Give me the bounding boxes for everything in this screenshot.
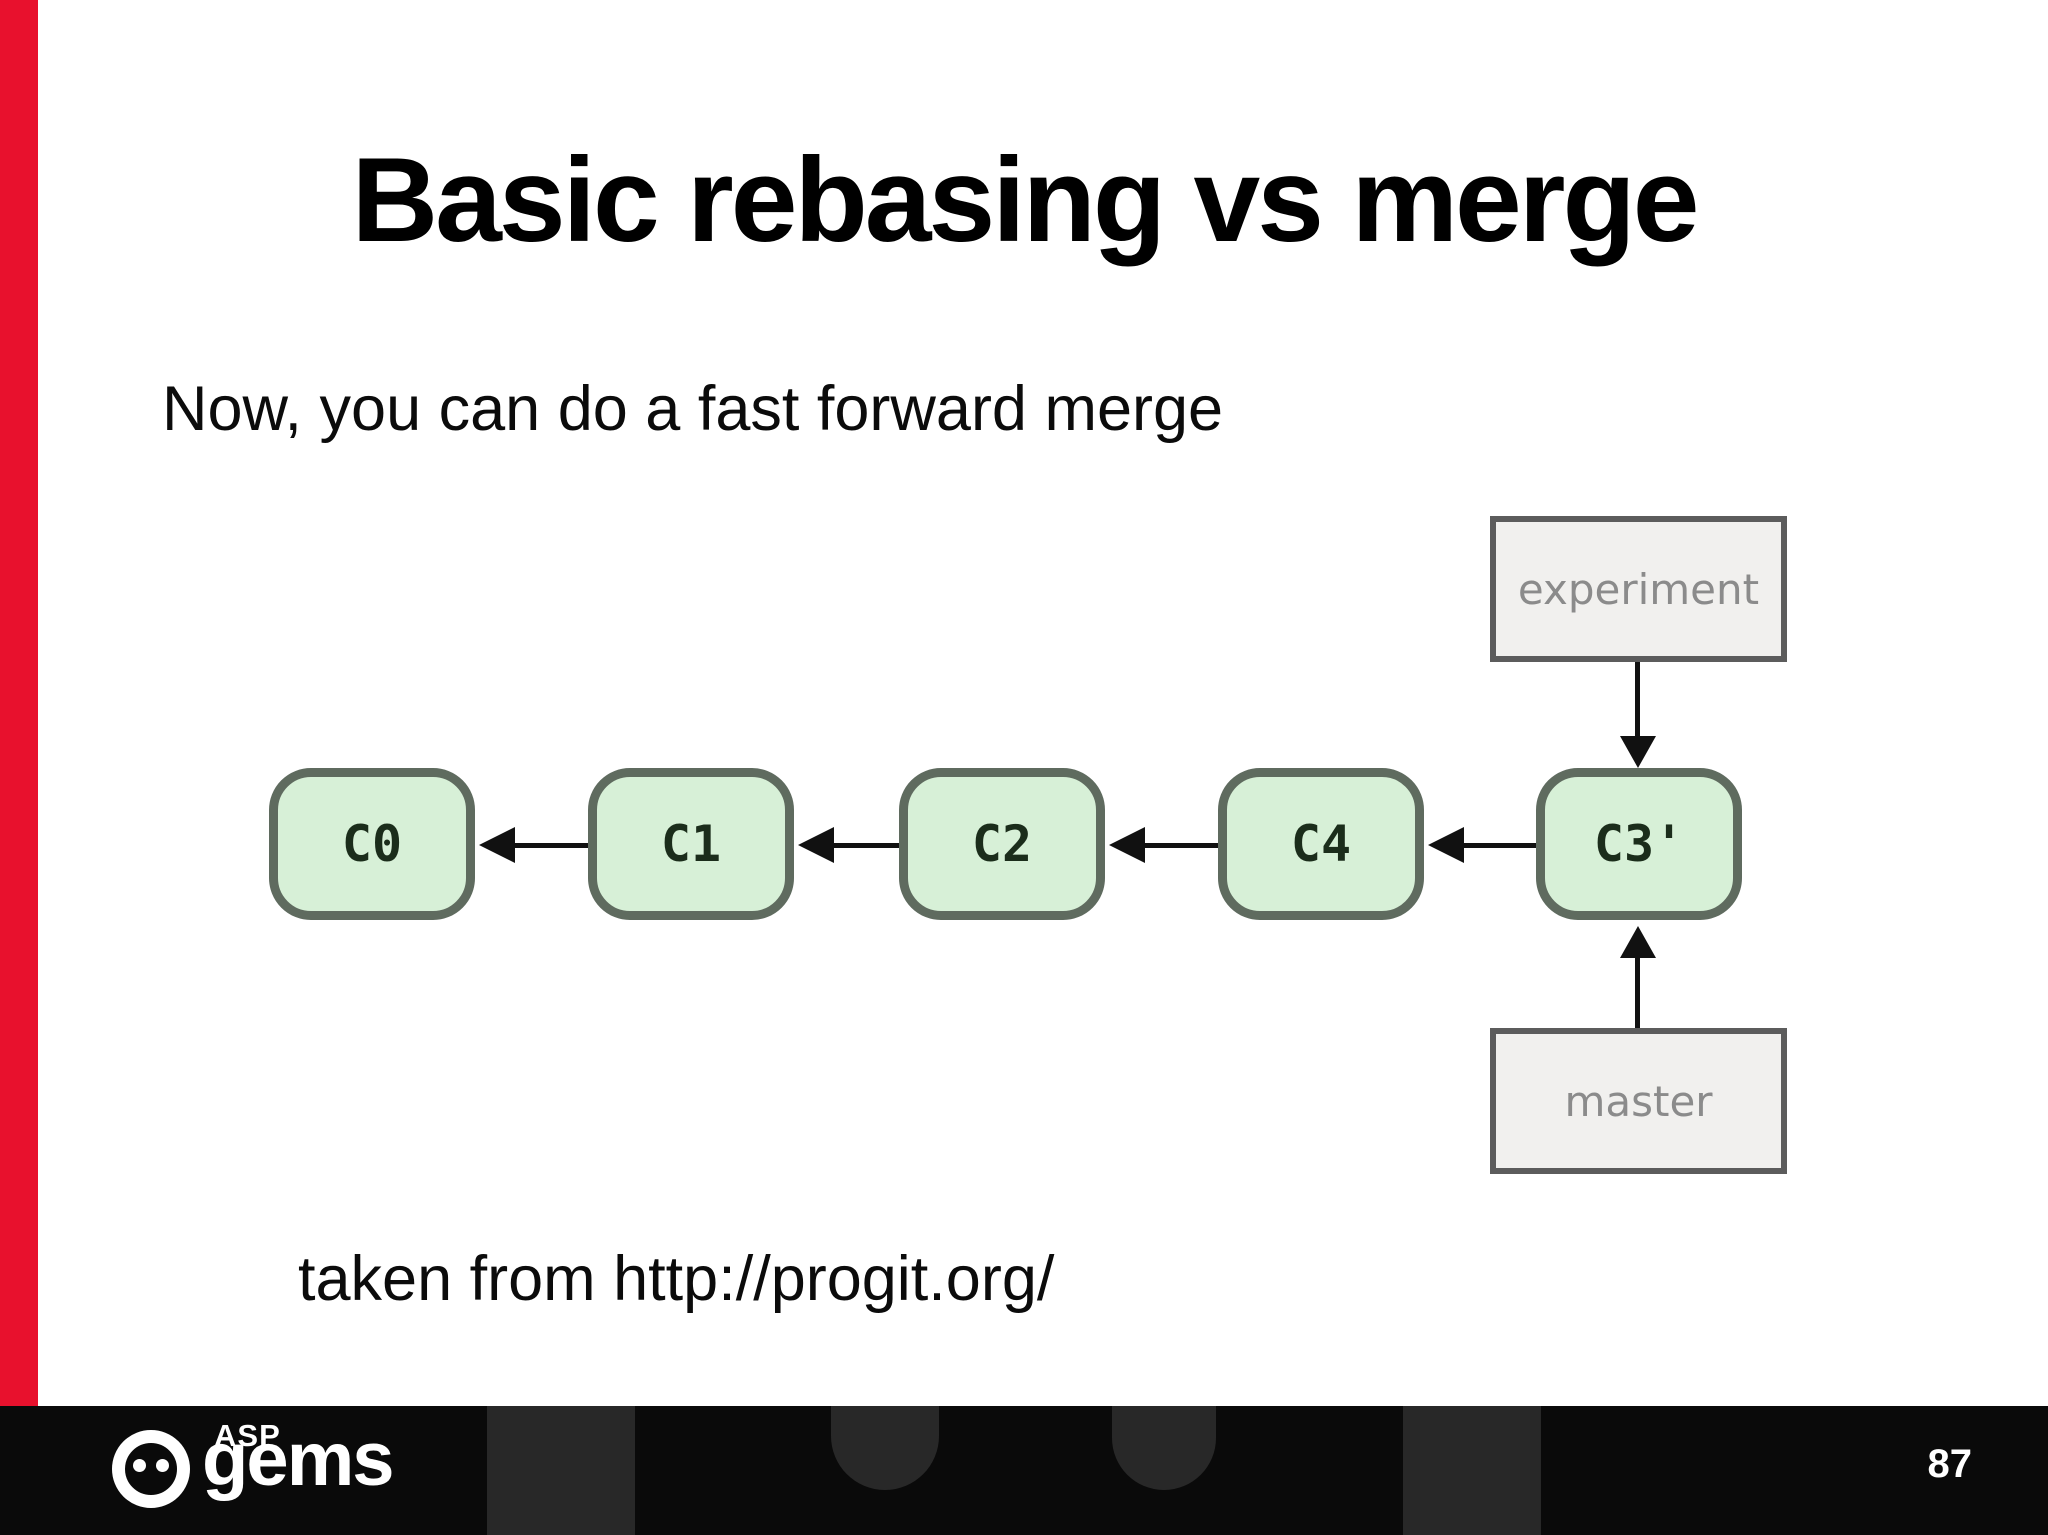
commit-node-c2: C2	[899, 768, 1105, 920]
left-accent-bar	[0, 0, 38, 1406]
slide-title: Basic rebasing vs merge	[351, 133, 1699, 267]
footer: ASP gems 87	[0, 1406, 2048, 1535]
commit-node-c3prime: C3'	[1536, 768, 1742, 920]
arrow-line-c1-to-c0	[513, 843, 588, 848]
logo-text-gems: gems	[202, 1417, 395, 1502]
arrow-head-experiment-to-c3prime	[1620, 736, 1656, 768]
smiley-face-icon	[112, 1430, 190, 1508]
page-number: 87	[1927, 1442, 1973, 1486]
footer-decorative-shape	[1403, 1406, 1541, 1535]
arrow-line-master-to-c3prime	[1635, 956, 1640, 1028]
arrow-head-c1-to-c0	[479, 827, 515, 863]
slide-subtitle: Now, you can do a fast forward merge	[162, 374, 1224, 444]
logo-text-asp: ASP	[214, 1418, 281, 1453]
arrow-line-c3prime-to-c4	[1462, 843, 1536, 848]
commit-node-c1: C1	[588, 768, 794, 920]
branch-box-master: master	[1490, 1028, 1787, 1174]
commit-node-c4: C4	[1218, 768, 1424, 920]
arrow-head-c2-to-c1	[798, 827, 834, 863]
footer-decorative-shape	[831, 1406, 939, 1490]
arrow-head-master-to-c3prime	[1620, 926, 1656, 958]
branch-box-experiment: experiment	[1490, 516, 1787, 662]
footer-decorative-shape	[487, 1406, 635, 1535]
footer-decorative-shape	[1112, 1406, 1216, 1490]
smiley-eye-left	[133, 1459, 146, 1472]
arrow-line-c4-to-c2	[1143, 843, 1218, 848]
arrow-head-c4-to-c2	[1109, 827, 1145, 863]
arrow-line-c2-to-c1	[832, 843, 899, 848]
arrow-line-experiment-to-c3prime	[1635, 660, 1640, 738]
commit-node-c0: C0	[269, 768, 475, 920]
source-caption: taken from http://progit.org/	[298, 1244, 1055, 1314]
smiley-eye-right	[156, 1459, 169, 1472]
arrow-head-c3prime-to-c4	[1428, 827, 1464, 863]
